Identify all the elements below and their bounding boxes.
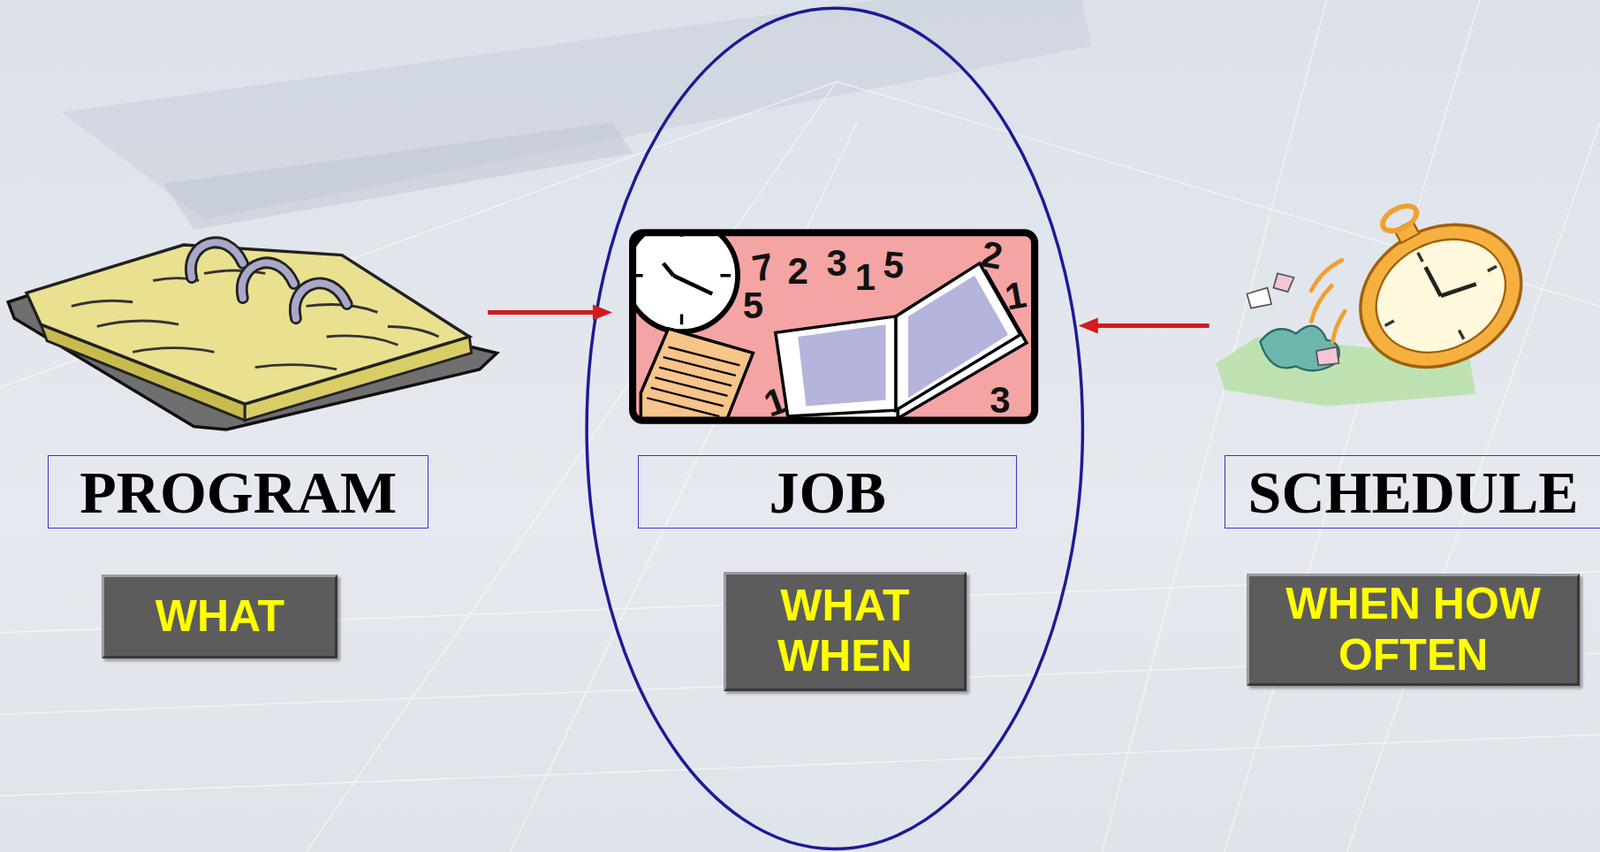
icon-numeral: 1 — [759, 380, 792, 423]
job-icon-part-part-part — [646, 397, 720, 417]
stopwatch-illustration-part-part-part — [1487, 265, 1497, 271]
job-icon-part-part — [632, 232, 731, 325]
background-part — [163, 122, 633, 230]
binder-illustration-part-part — [326, 335, 399, 345]
answer-text: WHAT WHEN — [735, 580, 956, 683]
icon-numeral: 5 — [743, 287, 764, 325]
answer-box: WHEN HOW OFTEN — [1246, 573, 1580, 686]
binder-illustration-part-part — [255, 364, 337, 370]
title-box: PROGRAM — [47, 454, 429, 529]
binder-illustration-part-part — [97, 320, 179, 327]
job-icon-part-part-part — [663, 356, 736, 376]
job-icon-part-part-part — [668, 347, 741, 366]
title-box: SCHEDULE — [1224, 454, 1600, 529]
job-icon-part-part-part — [680, 314, 683, 326]
job-icon-part-part — [673, 275, 713, 295]
stopwatch-illustration-part-part — [1440, 278, 1477, 302]
binder-illustration-part — [26, 244, 470, 404]
title-text: PROGRAM — [79, 462, 397, 523]
stopwatch-illustration-part — [1320, 170, 1547, 395]
stopwatch-illustration-part — [1311, 259, 1345, 342]
stopwatch-illustration-part — [1246, 288, 1272, 309]
background-part-part — [1101, 0, 1327, 852]
stopwatch-illustration-part-part — [1425, 266, 1441, 296]
arrow-head — [592, 303, 613, 320]
stopwatch-illustration-part-part — [1362, 222, 1521, 369]
job-icon-part-part-part — [720, 273, 731, 277]
arrow-head — [1078, 317, 1099, 334]
icon-numeral: 3 — [826, 244, 847, 282]
binder-illustration-part-part — [387, 326, 440, 337]
stopwatch-illustration-part-part-part — [1385, 320, 1395, 326]
stopwatch-illustration — [1216, 170, 1547, 407]
job-icon-part-part-part — [654, 377, 728, 396]
icon-numeral: 2 — [978, 235, 1005, 275]
binder-illustration-part — [71, 270, 440, 370]
background-part-part — [0, 734, 1600, 796]
background-part-part — [1224, 0, 1480, 852]
icon-numeral: 5 — [881, 245, 906, 285]
job-icon-part-part — [908, 275, 1009, 399]
job-icon-part — [632, 232, 1035, 420]
binder-illustration-part — [190, 242, 348, 319]
binder-illustration-part-part — [190, 242, 243, 278]
job-icon-part-part — [640, 328, 753, 421]
answer-text: WHAT — [155, 591, 285, 643]
stopwatch-illustration-part — [1316, 347, 1339, 366]
stopwatch-illustration-part-part — [1332, 310, 1345, 342]
concept-panel: PROGRAM — [7, 229, 488, 531]
icon-numeral: 1 — [1001, 275, 1029, 316]
icon-numeral: 2 — [788, 252, 809, 290]
title-box: JOB — [637, 454, 1018, 529]
icon-numeral: 3 — [989, 381, 1010, 419]
job-icon-part-part — [663, 263, 675, 276]
binder-illustration-part-part — [295, 282, 348, 319]
binder-illustration-part-part — [190, 242, 243, 278]
answer-box: WHAT — [101, 574, 338, 659]
job-icon-part-part — [797, 324, 886, 406]
stopwatch-illustration-part-part-part — [1418, 252, 1423, 262]
icon-numeral: 7 — [750, 247, 777, 288]
job-icon — [625, 219, 1035, 420]
title-text: SCHEDULE — [1248, 462, 1579, 523]
binder-illustration-part-part — [242, 262, 295, 298]
job-icon-part — [632, 232, 1027, 420]
stopwatch-illustration-part-part — [1311, 259, 1343, 291]
title-text: JOB — [769, 462, 887, 523]
job-icon-part-part-part — [651, 387, 724, 407]
stopwatch-illustration-part-part — [1334, 197, 1547, 395]
flow-arrow — [487, 303, 613, 320]
binder-illustration — [7, 242, 497, 430]
flow-arrow — [1078, 317, 1210, 334]
stopwatch-illustration-part-part-part — [1458, 330, 1464, 340]
answer-text: WHEN HOW OFTEN — [1258, 578, 1569, 681]
answer-box: WHAT WHEN — [723, 571, 967, 691]
job-icon-part-part — [646, 347, 740, 418]
arrow-shaft — [487, 310, 595, 315]
binder-illustration-part-part — [242, 262, 295, 298]
binder-illustration-part-part — [71, 300, 133, 306]
concept-panel: SCHEDULE — [1209, 219, 1600, 531]
job-icon-part-part — [632, 232, 738, 332]
grouping-ellipse — [586, 7, 1083, 849]
job-icon-part-part — [775, 316, 896, 417]
binder-illustration-part-part — [295, 282, 348, 319]
stopwatch-illustration-part-part — [1356, 217, 1525, 375]
job-icon-part-part-part — [659, 367, 732, 387]
arrow-shaft — [1096, 323, 1210, 328]
stopwatch-illustration-part — [1273, 272, 1294, 292]
icon-numeral: 1 — [855, 258, 876, 296]
stopwatch-illustration-part-part — [1311, 285, 1332, 321]
binder-illustration-part-part — [132, 348, 214, 353]
stopwatch-illustration-part-part — [1378, 200, 1421, 236]
stopwatch-illustration-part — [1259, 326, 1339, 372]
